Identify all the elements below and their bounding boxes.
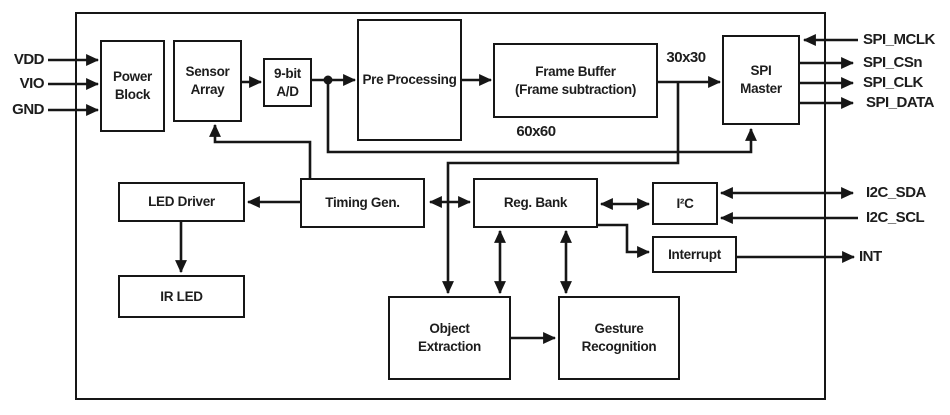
pin-label-vdd: VDD bbox=[13, 51, 45, 68]
block-i2c: I²C bbox=[652, 182, 718, 225]
block-spi-master: SPI Master bbox=[722, 35, 800, 125]
block-object-extraction: Object Extraction bbox=[388, 296, 511, 380]
wire-raw-60x60-to-spi bbox=[326, 80, 757, 154]
wire-30x30-to-object-extraction bbox=[442, 82, 680, 295]
block-reg-bank-label: Reg. Bank bbox=[503, 195, 568, 211]
block-adc: 9-bit A/D bbox=[263, 58, 312, 107]
block-ir-led-label: IR LED bbox=[160, 288, 203, 304]
pin-label-vio: VIO bbox=[19, 75, 45, 92]
block-sensor-array-label: Sensor Array bbox=[185, 64, 230, 97]
chip-boundary bbox=[75, 12, 826, 400]
block-adc-label: 9-bit A/D bbox=[274, 65, 301, 99]
pin-label-spi-mclk: SPI_MCLK bbox=[863, 31, 935, 48]
block-gesture-recognition-label: Gesture Recognition bbox=[581, 321, 657, 354]
block-spi-master-label: SPI Master bbox=[740, 63, 782, 96]
pin-label-i2c-sda: I2C_SDA bbox=[866, 184, 926, 201]
block-frame-buffer: Frame Buffer (Frame subtraction) bbox=[493, 43, 658, 118]
pin-label-int: INT bbox=[859, 248, 882, 265]
pin-label-i2c-scl: I2C_SCL bbox=[866, 209, 925, 226]
pin-label-spi-data: SPI_DATA bbox=[866, 94, 934, 111]
block-led-driver: LED Driver bbox=[118, 182, 245, 222]
block-timing-gen: Timing Gen. bbox=[300, 178, 425, 228]
block-object-extraction-label: Object Extraction bbox=[417, 321, 482, 354]
block-i2c-label: I²C bbox=[676, 195, 694, 211]
block-led-driver-label: LED Driver bbox=[148, 194, 215, 210]
block-interrupt: Interrupt bbox=[652, 236, 737, 273]
block-ir-led: IR LED bbox=[118, 275, 245, 318]
block-pre-processing-label: Pre Processing bbox=[362, 72, 457, 88]
block-power: Power Block bbox=[100, 40, 165, 132]
pin-label-spi-csn: SPI_CSn bbox=[863, 54, 923, 71]
bus-label-60x60: 60x60 bbox=[516, 123, 556, 140]
block-sensor-array: Sensor Array bbox=[173, 40, 242, 122]
block-timing-gen-label: Timing Gen. bbox=[325, 195, 400, 211]
block-frame-buffer-label: Frame Buffer (Frame subtraction) bbox=[514, 63, 637, 97]
pin-label-gnd: GND bbox=[12, 101, 44, 118]
block-reg-bank: Reg. Bank bbox=[473, 178, 598, 228]
block-pre-processing: Pre Processing bbox=[357, 19, 462, 141]
wire-regbank-to-interrupt bbox=[598, 223, 651, 258]
bus-label-30x30: 30x30 bbox=[666, 49, 706, 66]
pin-label-spi-clk: SPI_CLK bbox=[863, 74, 923, 91]
block-gesture-recognition: Gesture Recognition bbox=[558, 296, 680, 380]
block-power-label: Power Block bbox=[112, 69, 152, 102]
wire-timing-to-sensor-array bbox=[209, 123, 312, 178]
block-interrupt-label: Interrupt bbox=[668, 246, 721, 262]
